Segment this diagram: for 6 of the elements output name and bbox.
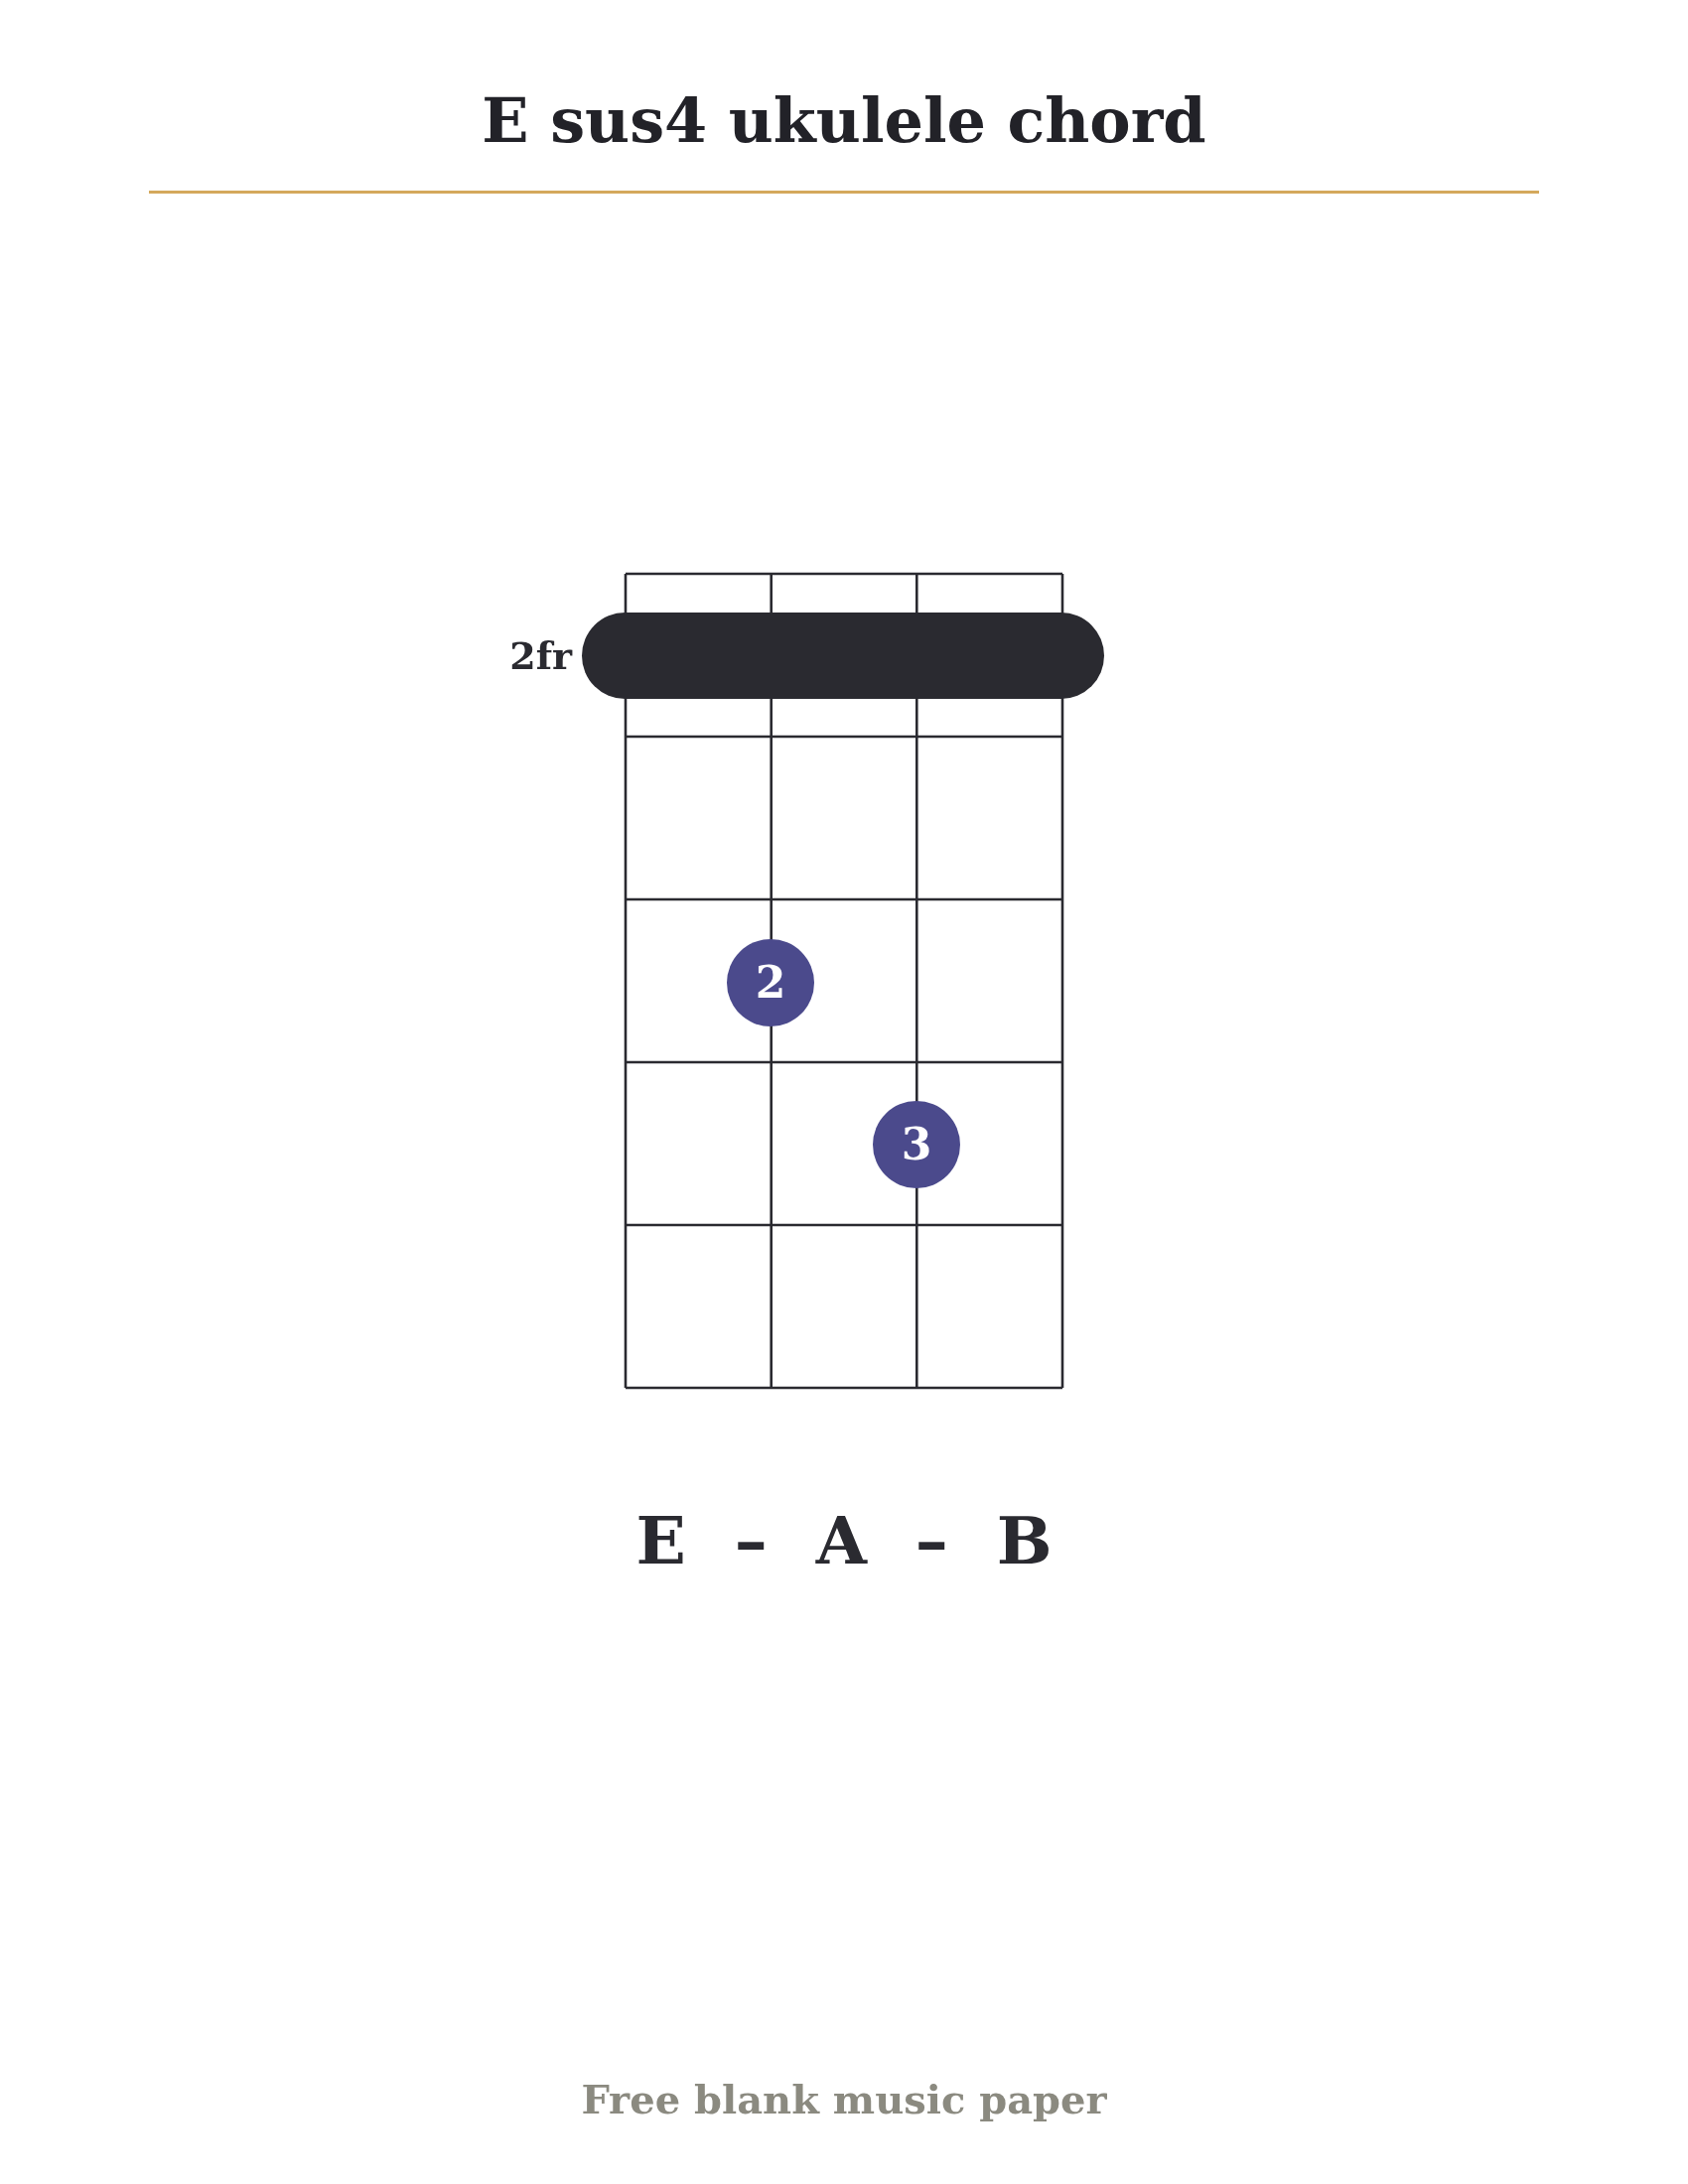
finger-number: 2 xyxy=(755,961,786,1005)
finger-number: 3 xyxy=(901,1123,932,1166)
chord-title: E sus4 ukulele chord xyxy=(482,87,1206,156)
fret-position-label: 2fr xyxy=(509,635,572,677)
footer-note: Free blank music paper xyxy=(581,2078,1107,2121)
chord-notes: E – A – B xyxy=(635,1505,1053,1577)
